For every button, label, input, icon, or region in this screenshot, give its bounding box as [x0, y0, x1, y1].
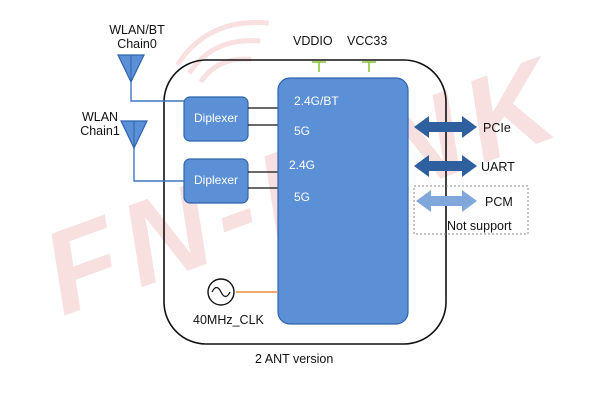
diagram-caption: 2 ANT version	[255, 352, 334, 366]
pcie-label: PCIe	[483, 121, 511, 135]
clock-label: 40MHz_CLK	[193, 313, 264, 327]
vcc33-pin	[362, 61, 376, 72]
chip-port-label: 2.4G/BT	[294, 94, 339, 108]
antenna0-label: WLAN/BT Chain0	[105, 23, 169, 51]
uart-label: UART	[481, 160, 515, 174]
pcm-unsupported-frame	[413, 185, 529, 235]
diplexer-box	[183, 158, 249, 204]
diplexer-label: Diplexer	[193, 173, 238, 187]
antenna-icon	[120, 120, 148, 150]
vcc33-label: VCC33	[347, 34, 388, 48]
chip-port-label: 2.4G	[289, 158, 316, 172]
chip-port-label: 5G	[294, 190, 311, 204]
oscillator-icon	[207, 278, 235, 306]
vddio-pin	[312, 61, 326, 72]
chip-port-label: 5G	[294, 124, 311, 138]
antenna1-label-line2: Chain1	[80, 124, 120, 138]
pcie-arrow-icon	[414, 116, 477, 138]
antenna1-feed-line	[133, 143, 184, 182]
diplexer-label: Diplexer	[193, 111, 238, 125]
pcm-arrow-icon	[416, 190, 477, 212]
vddio-label: VDDIO	[293, 34, 333, 48]
antenna0-label-line2: Chain0	[117, 37, 157, 51]
pcm-label: PCM	[485, 195, 513, 209]
pcm-not-support-note: Not support	[447, 219, 512, 233]
uart-arrow-icon	[414, 155, 477, 177]
antenna0-label-line1: WLAN/BT	[109, 23, 165, 37]
antenna1-label-line1: WLAN	[81, 110, 119, 124]
rf-lines	[248, 107, 278, 189]
antenna1-label: WLAN Chain1	[72, 110, 128, 138]
antenna0-feed-line	[130, 82, 184, 102]
wifi-bt-chip	[277, 77, 409, 325]
diplexer-box	[183, 96, 249, 142]
antenna-icon	[117, 54, 145, 84]
